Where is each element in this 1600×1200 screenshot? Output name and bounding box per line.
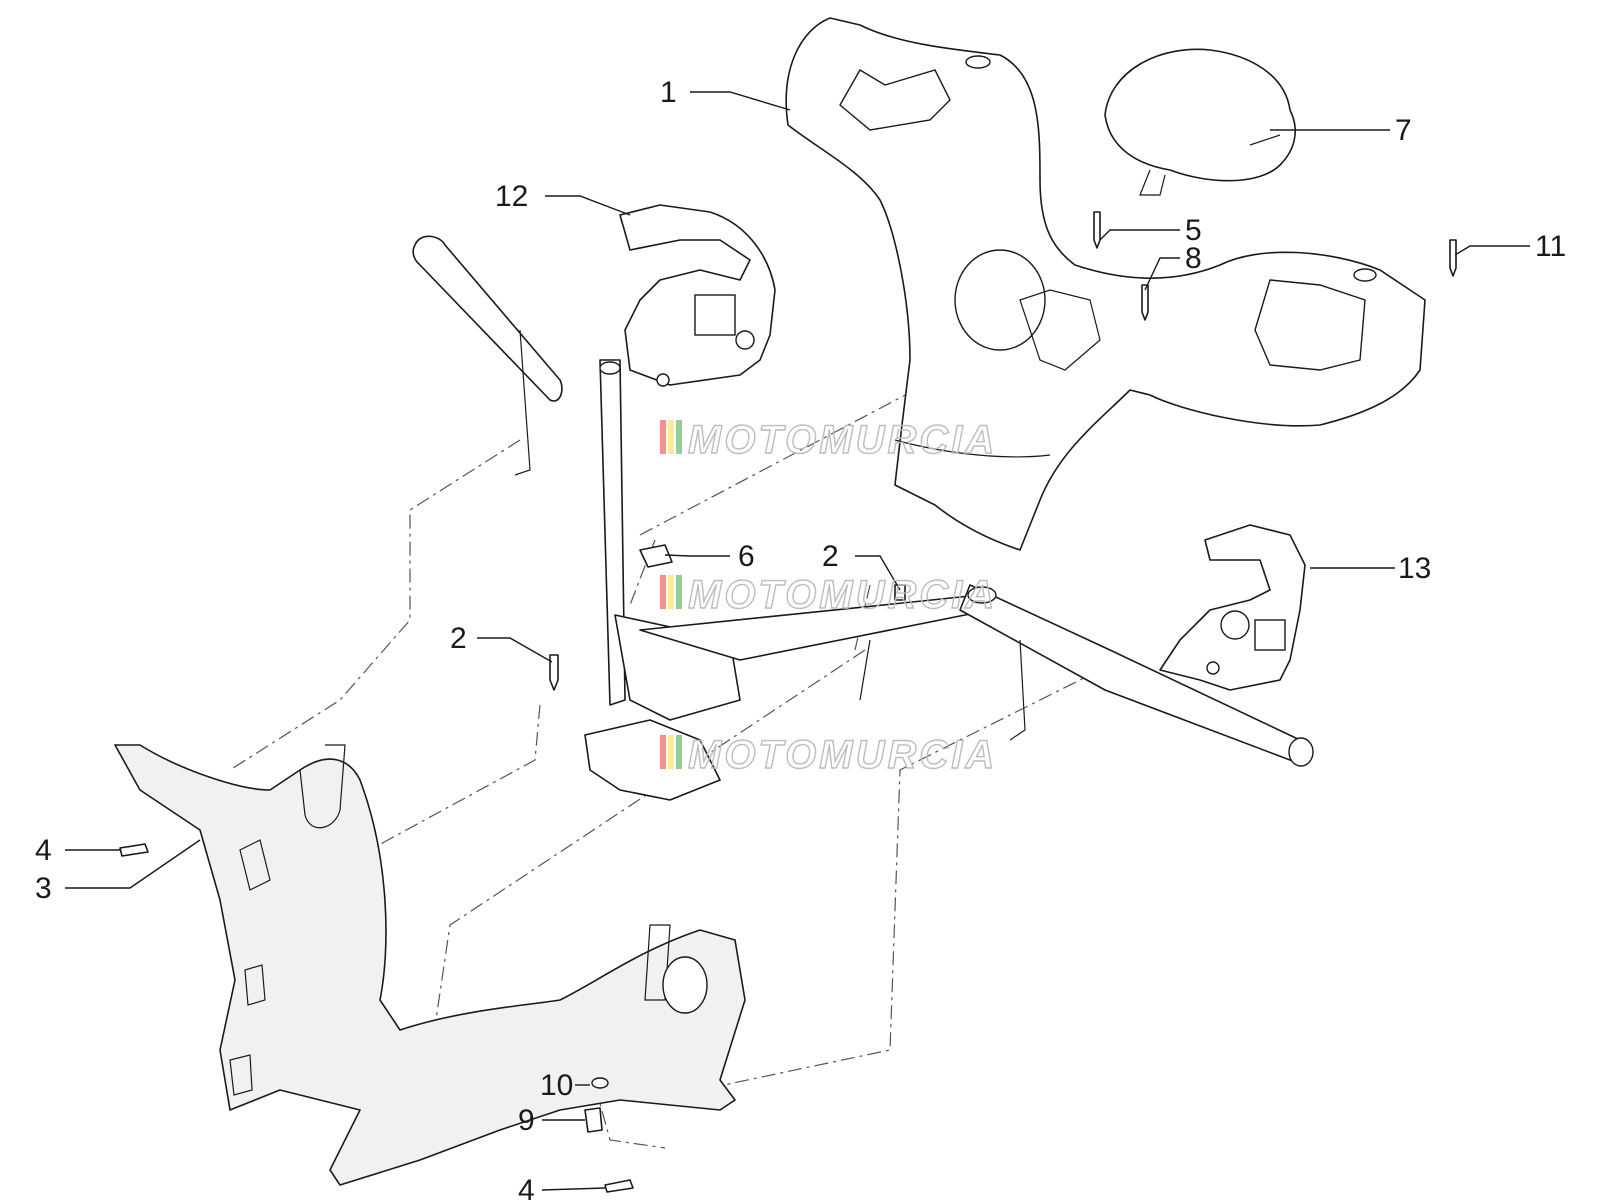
callout-8: 8	[1185, 242, 1202, 275]
watermark-stripe-green	[676, 735, 682, 769]
callout-9: 9	[518, 1104, 535, 1137]
callout-2-upper: 2	[822, 540, 839, 573]
callout-3: 3	[35, 872, 52, 905]
watermark-logo: MOTOMURCIA	[660, 732, 997, 778]
watermark-stripe-yellow	[668, 575, 674, 609]
handlebar-frame	[412, 235, 1314, 801]
callout-4-left: 4	[35, 834, 52, 867]
watermark-stripe-yellow	[668, 735, 674, 769]
watermark-stripe-red	[660, 575, 666, 609]
lower-front-cover	[114, 744, 746, 1186]
watermark-stripe-green	[676, 420, 682, 454]
callout-7: 7	[1395, 114, 1412, 147]
assembly-lines	[229, 344, 1101, 1149]
watermark-stripe-red	[660, 420, 666, 454]
watermark-stripe-red	[660, 735, 666, 769]
callout-labels: 1 2 2 3 4 4 5 6 7 8 9 10 11 12 13	[35, 76, 1566, 1200]
callout-12: 12	[495, 180, 528, 213]
callout-5: 5	[1185, 214, 1202, 247]
watermark-logo: MOTOMURCIA	[660, 417, 997, 463]
watermark-group: MOTOMURCIA MOTOMURCIA MOTOMURCIA	[660, 417, 997, 778]
fasteners	[119, 211, 1457, 1193]
watermark-text: MOTOMURCIA	[688, 418, 997, 462]
callout-4-bottom: 4	[518, 1174, 535, 1200]
callout-6: 6	[738, 540, 755, 573]
watermark-stripe-yellow	[668, 420, 674, 454]
callout-10: 10	[540, 1069, 573, 1102]
watermark-stripe-green	[676, 575, 682, 609]
callout-2-lower: 2	[450, 622, 467, 655]
callout-11: 11	[1535, 230, 1566, 263]
handlebar-upper-cover	[785, 17, 1426, 551]
callout-13: 13	[1398, 552, 1431, 585]
handlebar-cap	[1104, 48, 1296, 196]
watermark-text: MOTOMURCIA	[688, 733, 997, 777]
callout-1: 1	[660, 76, 677, 109]
watermark-logo: MOTOMURCIA	[660, 572, 997, 618]
watermark-text: MOTOMURCIA	[688, 573, 997, 617]
left-switch-housing	[619, 204, 776, 387]
leader-lines	[65, 91, 1530, 1191]
right-switch-housing	[1159, 524, 1306, 691]
